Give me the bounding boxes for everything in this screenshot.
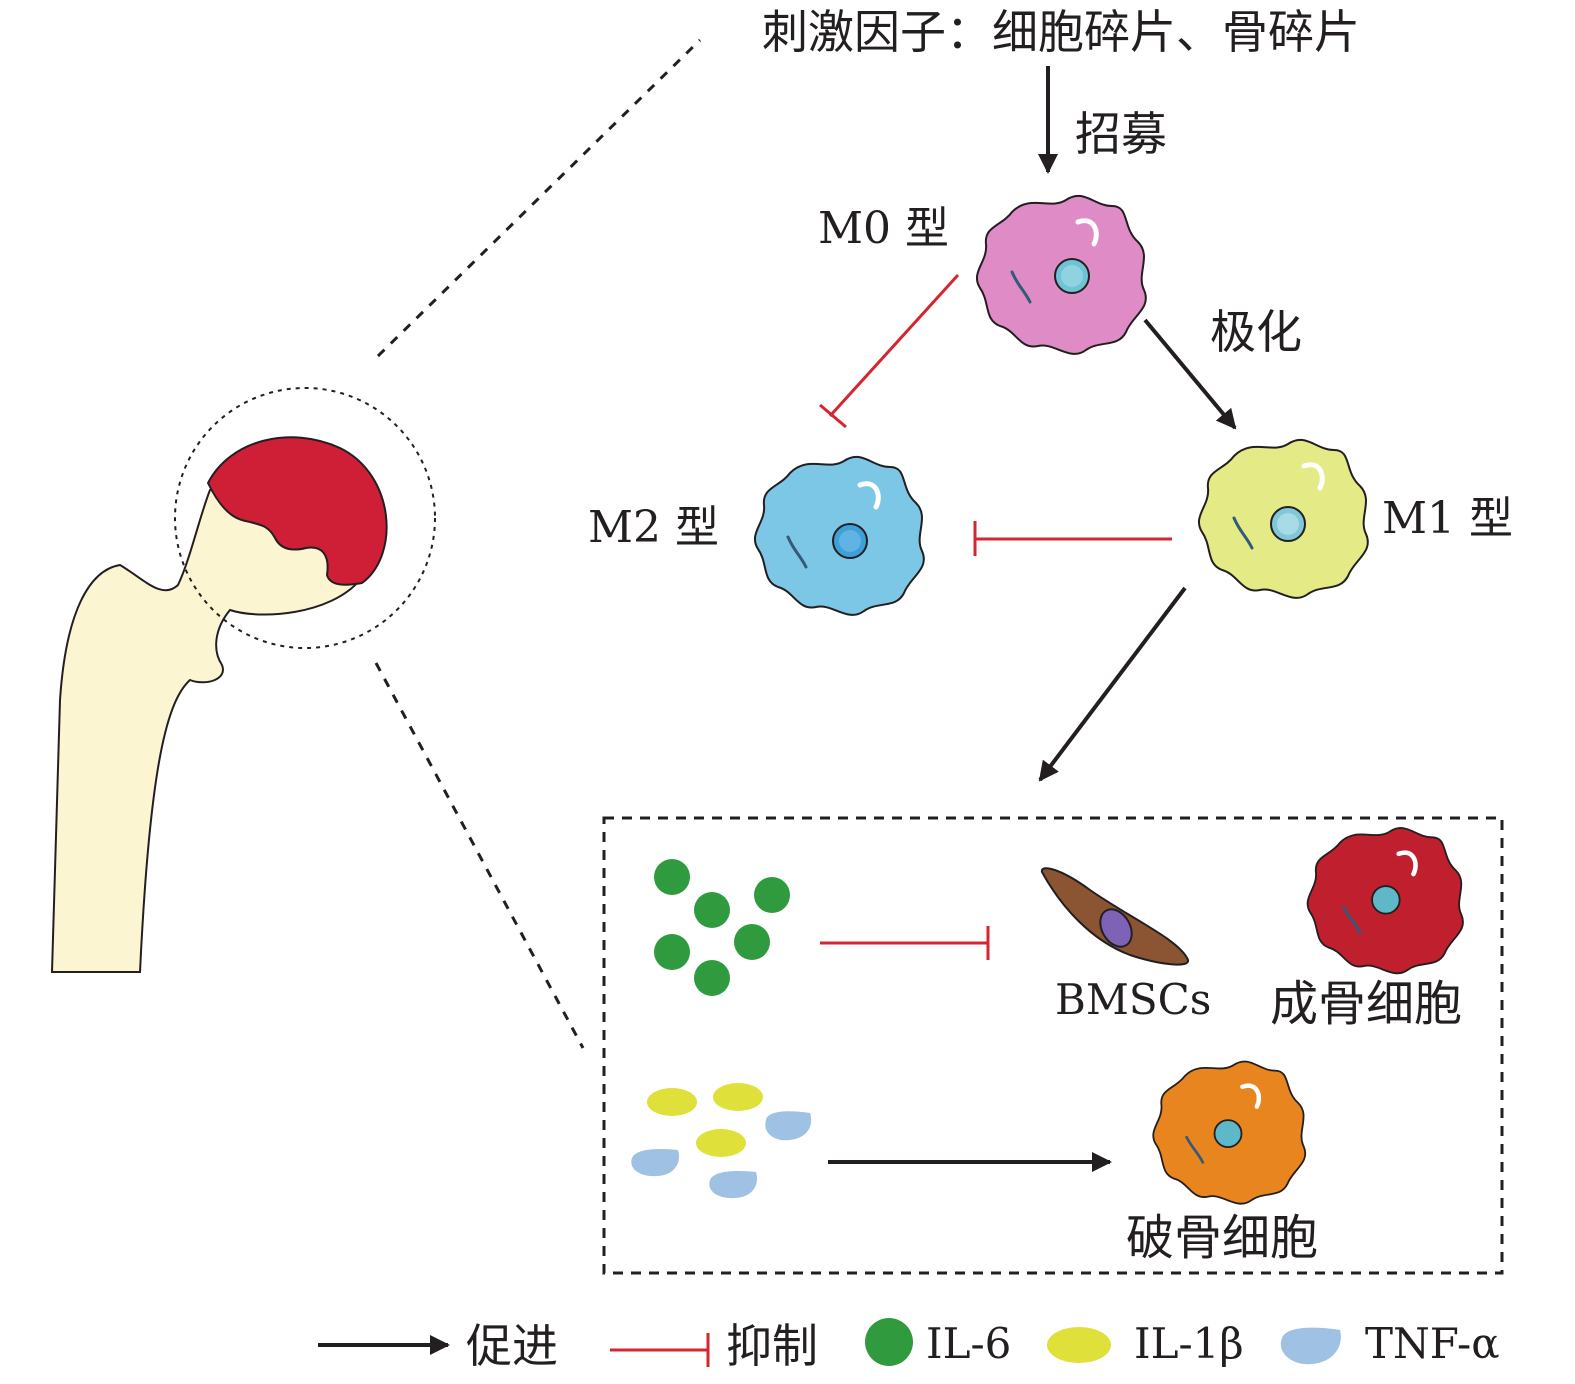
legend-il6-label: IL-6 — [926, 1319, 1011, 1368]
bmsc-cell — [1040, 867, 1189, 966]
osteoblast-cell — [1306, 827, 1464, 975]
femur-bone — [50, 478, 362, 973]
legend-il6-marker — [865, 1318, 913, 1366]
polarize-arrow — [1143, 318, 1237, 430]
m0-inhibit-m2 — [819, 273, 960, 429]
bmsc-label: BMSCs — [1055, 975, 1211, 1024]
femoral-head-dashed-circle — [174, 387, 436, 649]
il1b-tnfa-cluster — [631, 1083, 812, 1199]
legend-tnfa-marker — [1280, 1327, 1341, 1365]
m1-inhibit-m2 — [973, 521, 1172, 556]
zoom-line-top — [376, 38, 702, 358]
legend-il1b-label: IL-1β — [1134, 1319, 1244, 1368]
m1-to-cytokines-arrow — [1038, 586, 1187, 782]
m2-macrophage — [753, 455, 925, 616]
osteoclast-cell — [1152, 1060, 1307, 1205]
legend-il1b-marker — [1047, 1327, 1111, 1363]
il6-cluster — [654, 859, 790, 996]
recruit-label: 招募 — [1075, 107, 1167, 161]
legend-promote-label: 促进 — [466, 1319, 558, 1373]
m1-label: M1 型 — [1382, 493, 1513, 544]
legend-tnfa-label: TNF-α — [1365, 1319, 1500, 1368]
legend: 促进 抑制 IL-6 IL-1β TNF-α — [318, 1318, 1500, 1373]
zoom-line-bottom — [374, 662, 585, 1049]
polarize-label: 极化 — [1210, 305, 1302, 359]
m0-macrophage — [975, 194, 1147, 355]
m1-macrophage — [1197, 438, 1369, 599]
m0-label: M0 型 — [818, 203, 949, 254]
osteoclast-label: 破骨细胞 — [1126, 1210, 1318, 1266]
m2-label: M2 型 — [588, 502, 719, 553]
stimulus-text: 刺激因子：细胞碎片、骨碎片 — [762, 5, 1360, 59]
necrotic-femoral-head — [206, 436, 388, 586]
osteoblast-label: 成骨细胞 — [1270, 976, 1462, 1032]
cytokine-effect-box — [602, 816, 1504, 1275]
legend-inhibit-label: 抑制 — [726, 1319, 818, 1373]
il6-inhibit-bmscs — [820, 926, 990, 960]
femur-illustration — [50, 38, 702, 1049]
